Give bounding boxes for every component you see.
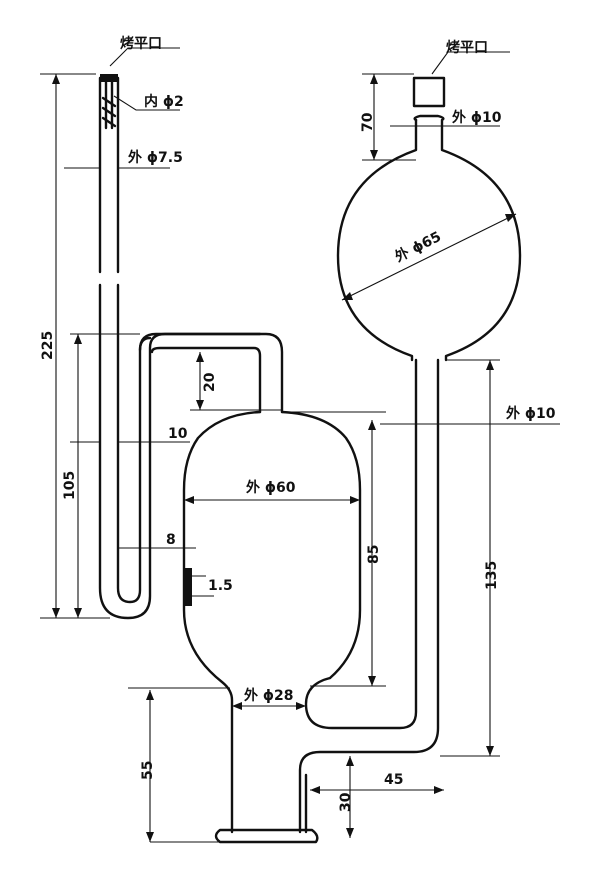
dimension-30: 30 <box>338 792 354 812</box>
flat-mouth-label-left: 烤平口 <box>120 35 162 52</box>
dimension-45: 45 <box>384 772 403 788</box>
dimension-20: 20 <box>202 372 218 392</box>
dimension-55: 55 <box>140 761 156 780</box>
dimension-105: 105 <box>62 471 78 500</box>
outer-diameter-60-label: 外 ϕ60 <box>246 479 296 496</box>
dimension-10: 10 <box>168 426 188 442</box>
dimension-lines <box>40 47 560 843</box>
dimension-225: 225 <box>40 331 56 360</box>
outer-diameter-10-right-label: 外 ϕ10 <box>506 405 556 422</box>
outer-diameter-65-label: 外 ϕ65 <box>392 228 444 266</box>
dimension-8: 8 <box>166 532 176 548</box>
middle-bulb <box>182 358 440 844</box>
dimension-1-5: 1.5 <box>208 578 233 594</box>
dimension-85: 85 <box>366 545 382 564</box>
outer-diameter-7-5-label: 外 ϕ7.5 <box>128 149 183 166</box>
outer-diameter-10-top-label: 外 ϕ10 <box>452 109 502 126</box>
outer-diameter-28-label: 外 ϕ28 <box>244 687 294 704</box>
inner-diameter-label: 内 ϕ2 <box>144 93 184 110</box>
u-bridge <box>138 332 284 414</box>
right-upper-bulb <box>336 76 522 362</box>
flat-mouth-label-right: 烤平口 <box>446 39 488 56</box>
dimension-135: 135 <box>484 561 500 590</box>
dimension-70: 70 <box>360 112 376 132</box>
